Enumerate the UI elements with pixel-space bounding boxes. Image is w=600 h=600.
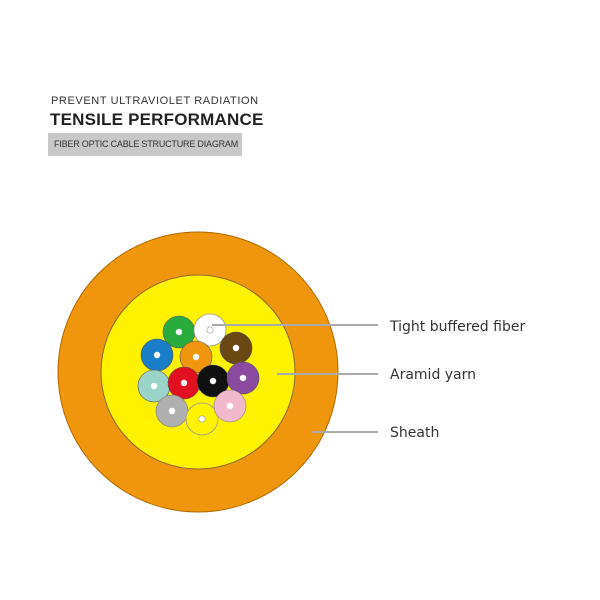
fiber-yellow bbox=[185, 402, 219, 436]
fiber-slate bbox=[155, 394, 189, 428]
header: PREVENT ULTRAVIOLET RADIATION TENSILE PE… bbox=[0, 0, 600, 200]
fiber-brown bbox=[219, 331, 253, 365]
fiber-aqua bbox=[137, 369, 171, 403]
label-tight-buffered-fiber: Tight buffered fiber bbox=[389, 319, 525, 335]
fiber-blue bbox=[140, 338, 174, 372]
label-sheath: Sheath bbox=[390, 425, 439, 441]
fiber-rose bbox=[213, 389, 247, 423]
label-aramid-yarn: Aramid yarn bbox=[390, 367, 476, 383]
caption-bar: FIBER OPTIC CABLE STRUCTURE DIAGRAM bbox=[48, 133, 242, 156]
subtitle: PREVENT ULTRAVIOLET RADIATION bbox=[51, 95, 259, 107]
caption-text: FIBER OPTIC CABLE STRUCTURE DIAGRAM bbox=[54, 139, 239, 149]
fiber-violet bbox=[226, 361, 260, 395]
fiber-group bbox=[137, 313, 260, 436]
page-title: TENSILE PERFORMANCE bbox=[50, 110, 264, 129]
fiber-white bbox=[193, 313, 227, 347]
fiber-red bbox=[167, 366, 201, 400]
